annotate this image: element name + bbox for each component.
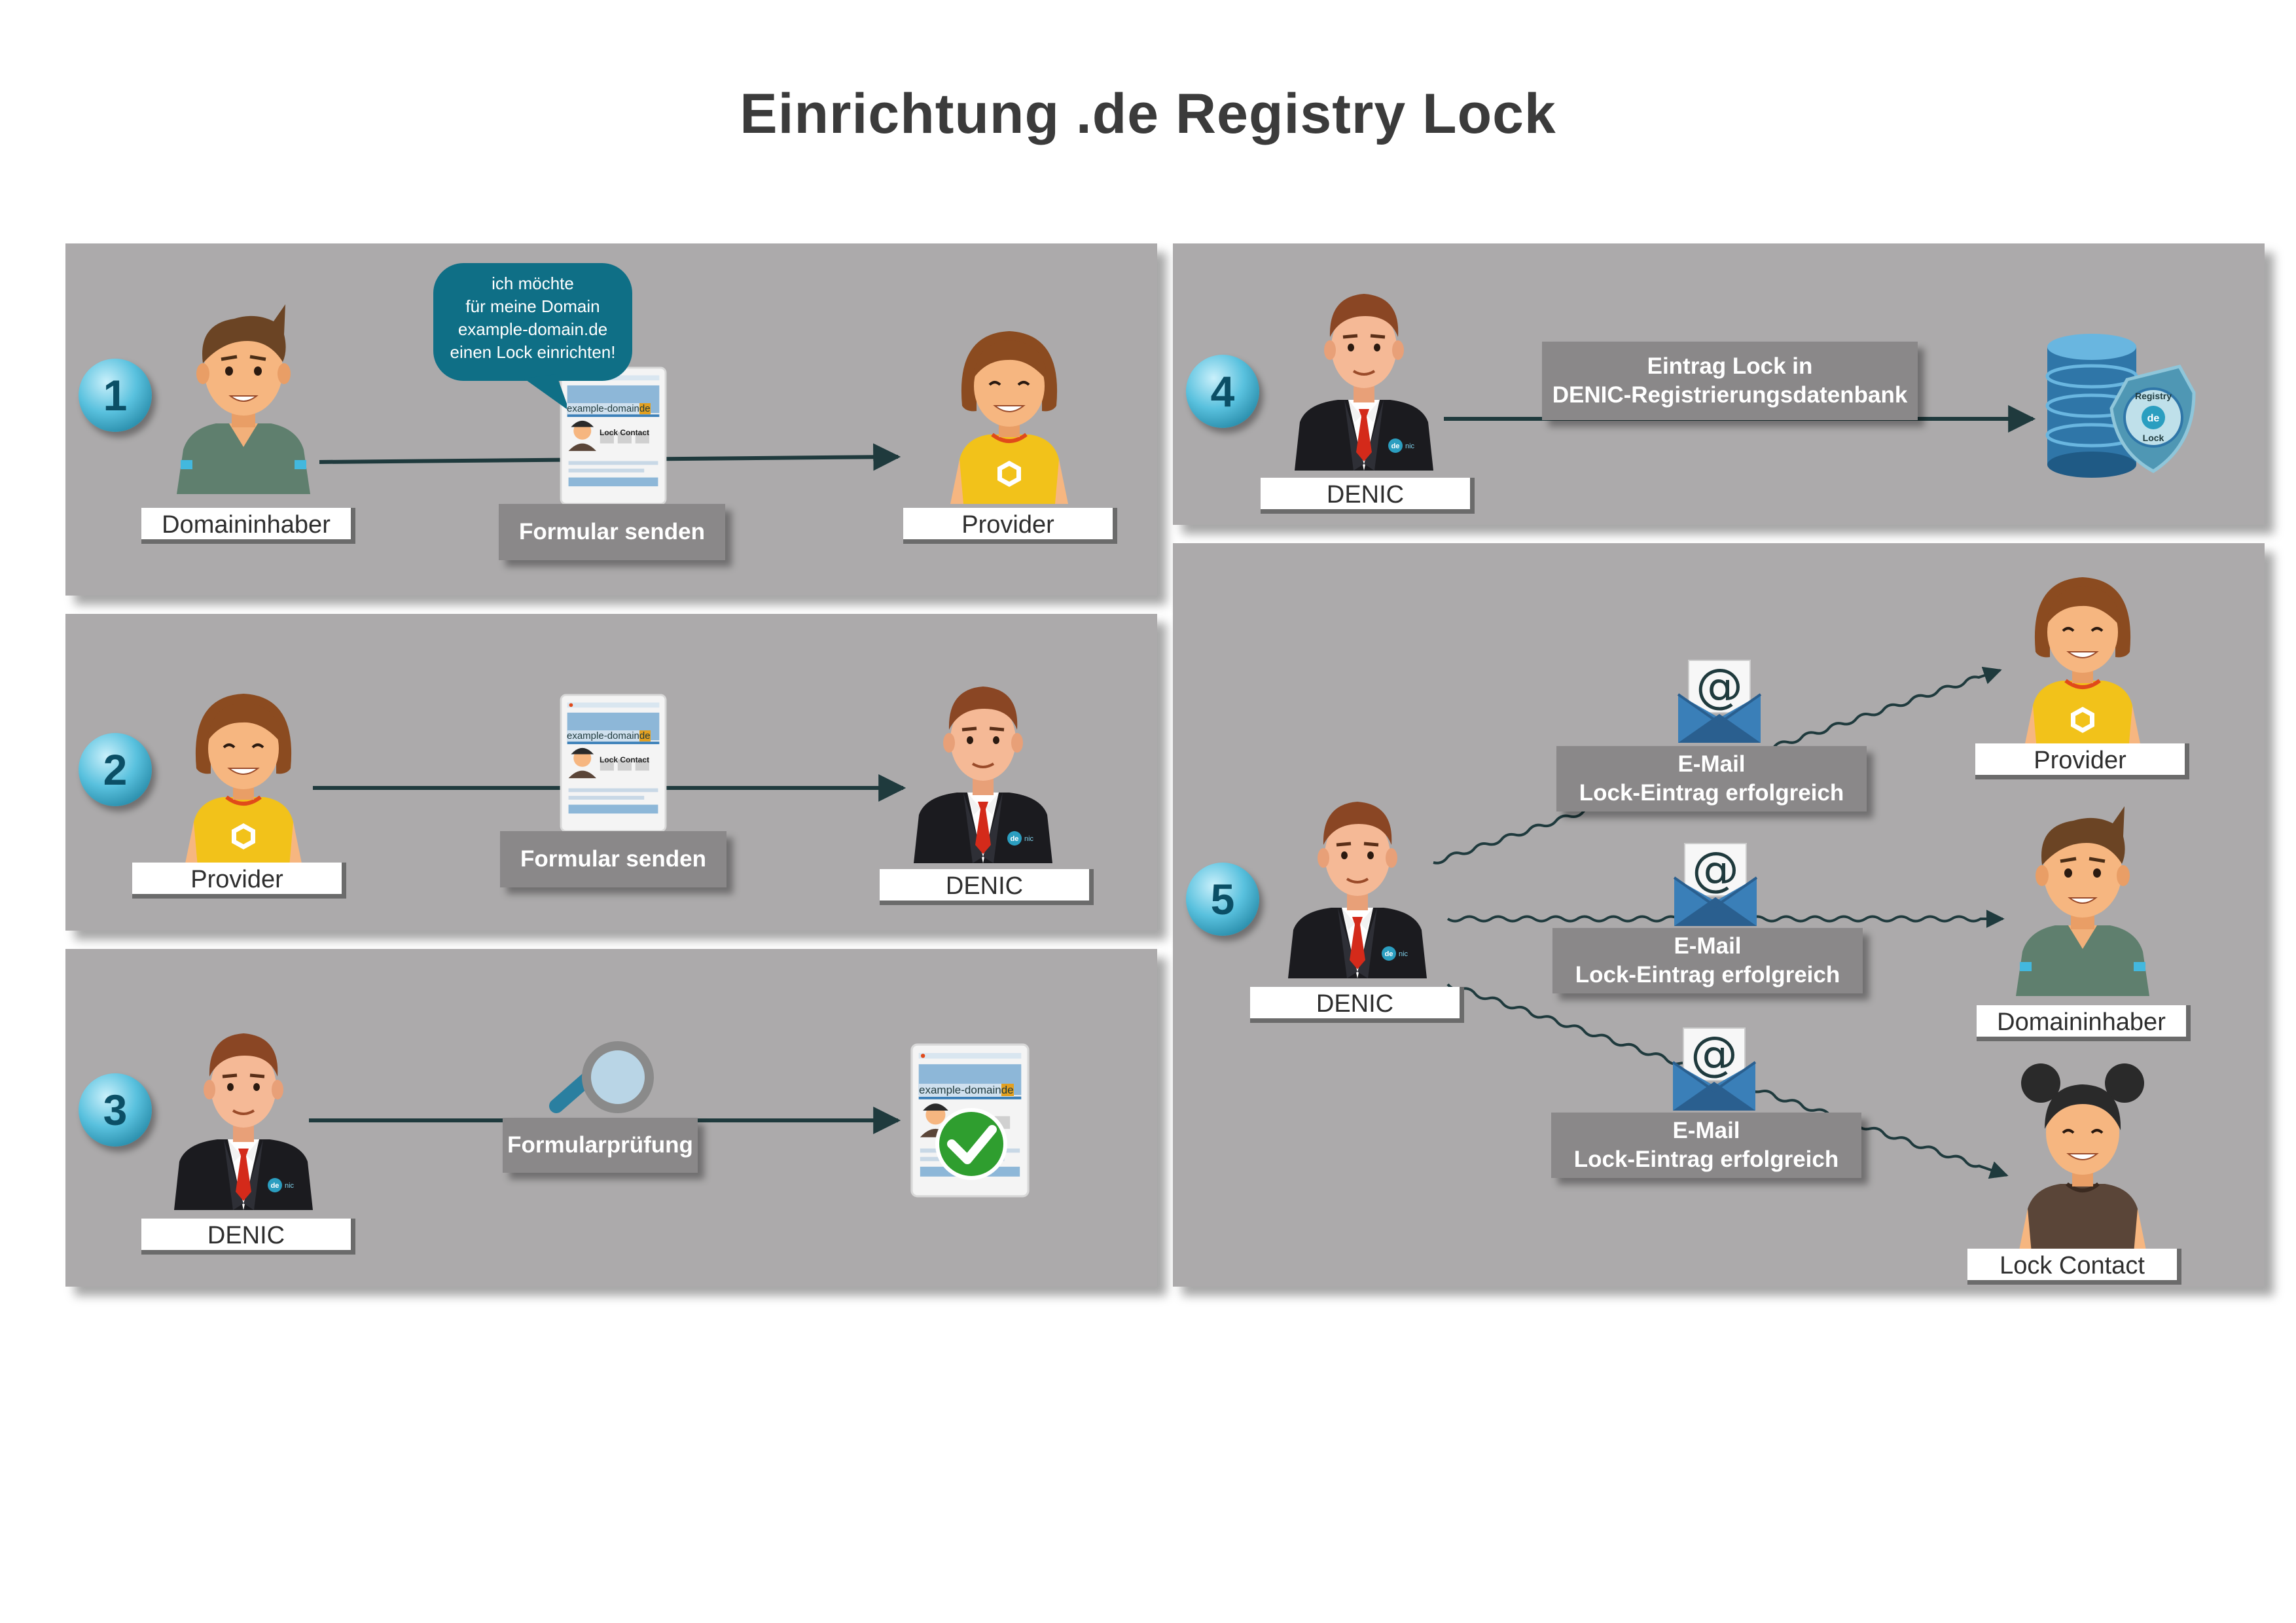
speech-line-3: example-domain.de xyxy=(457,319,608,339)
role-plate-lock-contact-step5: Lock Contact xyxy=(1967,1249,2181,1285)
role-plate-provider-step2: Provider xyxy=(132,863,346,899)
email-envelope-icon-1 xyxy=(1678,658,1761,743)
domaininhaber-figure-step1 xyxy=(177,304,310,494)
role-plate-denic-step3: DENIC xyxy=(141,1219,355,1255)
denic-figure-step5 xyxy=(1288,802,1427,978)
lock-contact-figure-step5 xyxy=(2018,1063,2147,1253)
database-icon xyxy=(2045,334,2138,478)
role-plate-denic-step2: DENIC xyxy=(880,869,1094,905)
provider-figure-step5 xyxy=(2024,577,2142,750)
label-email-3-line-1: E-Mail xyxy=(1672,1118,1740,1143)
provider-figure-step1 xyxy=(950,331,1068,504)
email-envelope-icon-3 xyxy=(1673,1026,1755,1111)
shield-registry-text: Registry xyxy=(2135,391,2172,401)
form-domain-text-step1: example-domainde xyxy=(567,403,651,414)
label-email-2-line-1: E-Mail xyxy=(1674,933,1742,959)
email-envelope-icon-2 xyxy=(1674,842,1757,926)
role-plate-provider-step5: Provider xyxy=(1975,743,2189,779)
denic-figure-step3 xyxy=(174,1033,313,1210)
label-eintrag-lock: Eintrag Lock in DENIC-Registrierungsdate… xyxy=(1542,342,1918,420)
step-badge-5: 5 xyxy=(1186,863,1259,936)
label-eintrag-line-2: DENIC-Registrierungsdatenbank xyxy=(1552,382,1908,408)
label-formular-senden-step1: Formular senden xyxy=(499,504,725,560)
label-eintrag-line-1: Eintrag Lock in xyxy=(1647,353,1813,379)
label-email-3: E-Mail Lock-Eintrag erfolgreich xyxy=(1551,1113,1861,1178)
speech-line-4: einen Lock einrichten! xyxy=(450,342,616,362)
speech-bubble: ich möchte für meine Domain example-doma… xyxy=(433,263,632,381)
provider-figure-step2 xyxy=(185,694,302,866)
form-domain-text-step3: example-domainde xyxy=(919,1084,1014,1097)
check-icon xyxy=(935,1108,1007,1180)
label-email-3-line-2: Lock-Eintrag erfolgreich xyxy=(1573,1147,1839,1172)
label-formular-senden-step2: Formular senden xyxy=(500,831,726,887)
label-email-2-line-2: Lock-Eintrag erfolgreich xyxy=(1575,962,1840,988)
domaininhaber-figure-step5 xyxy=(2016,806,2149,996)
step-badge-1: 1 xyxy=(79,359,152,432)
shield-de-text: de xyxy=(2147,413,2160,424)
step-badge-3: 3 xyxy=(79,1073,152,1147)
form-lock-contact-text-step1: Lock Contact xyxy=(600,428,650,437)
label-formularpruefung: Formularprüfung xyxy=(503,1118,698,1173)
form-domain-text-step2: example-domainde xyxy=(567,730,651,741)
shield-lock-text: Lock xyxy=(2143,433,2164,443)
role-plate-denic-step4: DENIC xyxy=(1261,478,1475,514)
speech-line-1: ich möchte xyxy=(492,274,574,293)
role-plate-denic-step5: DENIC xyxy=(1250,987,1464,1023)
page-title: Einrichtung .de Registry Lock xyxy=(740,82,1556,145)
denic-figure-step4 xyxy=(1295,294,1433,471)
registry-lock-shield-icon: de Registry Lock xyxy=(2109,365,2196,473)
label-email-2: E-Mail Lock-Eintrag erfolgreich xyxy=(1552,928,1863,993)
role-plate-provider-step1: Provider xyxy=(903,508,1117,544)
form-lock-contact-text-step2: Lock Contact xyxy=(600,755,650,764)
role-plate-domaininhaber-step1: Domaininhaber xyxy=(141,508,355,544)
label-email-1-line-1: E-Mail xyxy=(1677,751,1746,777)
label-email-1: E-Mail Lock-Eintrag erfolgreich xyxy=(1556,746,1867,812)
denic-figure-step2 xyxy=(914,687,1052,863)
step-badge-2: 2 xyxy=(79,733,152,806)
role-plate-domaininhaber-step5: Domaininhaber xyxy=(1977,1005,2191,1041)
step-badge-4: 4 xyxy=(1186,355,1259,428)
speech-line-2: für meine Domain xyxy=(465,296,600,316)
magnifier-icon xyxy=(549,1041,654,1113)
label-email-1-line-2: Lock-Eintrag erfolgreich xyxy=(1579,780,1844,806)
